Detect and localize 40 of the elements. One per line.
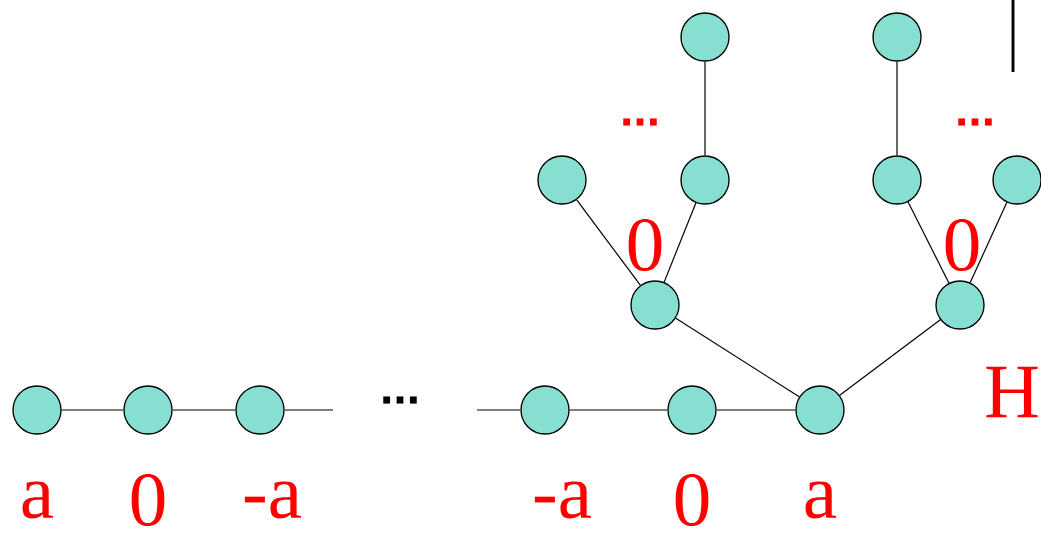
connector-line <box>663 202 697 283</box>
connector-line <box>61 409 124 411</box>
connector-line <box>476 409 521 411</box>
tree-node <box>667 385 717 435</box>
value-label: a <box>805 481 837 519</box>
tree-node <box>992 155 1041 205</box>
tree-node <box>123 385 173 435</box>
connector-line <box>172 409 236 411</box>
ellipsis: ... <box>383 396 417 404</box>
tree-node <box>630 280 680 330</box>
ellipsis: ... <box>623 118 657 126</box>
tree-node <box>235 385 285 435</box>
tree-node <box>872 12 922 62</box>
connector-line <box>716 409 796 411</box>
tree-node <box>872 155 922 205</box>
tree-node <box>935 280 985 330</box>
value-label: a <box>22 481 54 519</box>
tree-node <box>680 12 730 62</box>
tree-node <box>795 385 845 435</box>
value-label: 0 <box>675 473 709 527</box>
connector-line <box>896 61 898 156</box>
tree-node <box>680 155 730 205</box>
connector-line <box>576 199 641 286</box>
value-label: -a <box>244 481 301 519</box>
tree-node <box>520 385 570 435</box>
connector-line <box>704 61 706 156</box>
connector-line <box>969 201 1008 284</box>
value-label: 0 <box>628 218 662 272</box>
value-label: H <box>986 366 1038 418</box>
connector-line <box>839 319 941 396</box>
tree-node <box>537 155 587 205</box>
connector-line <box>907 201 950 284</box>
connector-line <box>675 317 800 398</box>
connector-line <box>569 409 668 411</box>
connector-line <box>284 409 334 411</box>
tree-node <box>12 385 62 435</box>
ellipsis: ... <box>958 118 992 126</box>
value-label: -a <box>534 481 591 519</box>
value-label: 0 <box>945 218 979 272</box>
value-label: 0 <box>131 473 165 527</box>
